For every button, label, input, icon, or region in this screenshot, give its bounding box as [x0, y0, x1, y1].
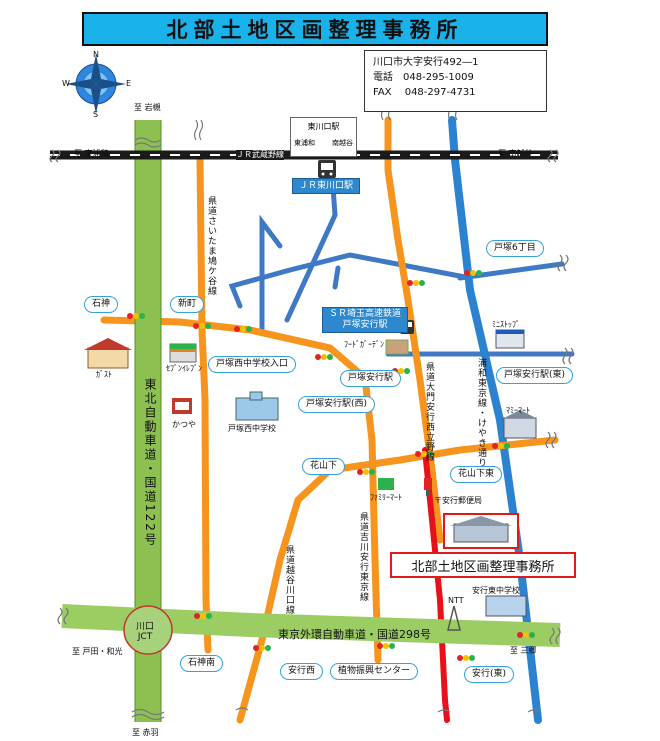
sr-station-line2: 戸塚安行駅	[342, 320, 388, 330]
seven-eleven-icon	[169, 343, 197, 363]
office-building-icon	[443, 513, 519, 549]
compass-s: S	[93, 110, 99, 119]
bubble-totsuka-anjo-station-east: 戸塚安行駅(東)	[496, 367, 574, 384]
daimon-anjo-label: 県道大門安行西立野線	[424, 362, 434, 462]
katsuya-icon	[172, 398, 192, 414]
train-icon	[318, 160, 336, 178]
label-gusto: ｶﾞｽﾄ	[96, 370, 112, 379]
saitama-hatogaya-label: 県道さいたま鳩ケ谷線	[206, 196, 216, 296]
jct-circle	[123, 605, 173, 655]
ministop-icon	[495, 329, 525, 349]
compass-e: E	[126, 79, 132, 88]
label-ntt: NTT	[448, 596, 464, 605]
office-location-label: 北部土地区画整理事務所	[390, 552, 576, 578]
label-katsuya: かつや	[172, 420, 196, 429]
page-title: 北部土地区画整理事務所	[82, 12, 548, 46]
urawa-tokyo-label: 浦和東京線・けやき通り	[476, 358, 486, 468]
label-higashi-jhs: 安行東中学校	[472, 586, 520, 595]
bubble-ishigami: 石神	[84, 296, 119, 313]
koshigaya-kawaguchi-label: 県道越谷川口線	[284, 545, 294, 615]
bubble-nishi-iriguchi: 戸塚西中学校入口	[208, 356, 297, 373]
office-address: 川口市大字安行492―1	[373, 57, 479, 68]
ntt-tower-icon	[447, 605, 461, 631]
dir-misato: 至 三郷	[510, 646, 537, 655]
office-info-box: 川口市大字安行492―1 電話 048-295-1009 FAX 048-297…	[364, 50, 547, 112]
higashi-school-icon	[485, 595, 527, 617]
daimon-red-road	[422, 447, 450, 723]
compass-n: N	[93, 50, 99, 59]
station-sign: 東川口駅 東浦和 南越谷	[290, 117, 357, 157]
bubble-totsuka-anjo-station-west: 戸塚安行駅(西)	[298, 396, 376, 413]
mamimart-icon	[503, 410, 537, 439]
office-phone: 電話 048-295-1009	[373, 72, 474, 83]
dir-minamikoshigaya: 至 南越谷	[498, 149, 533, 158]
label-familymart: ﾌｧﾐﾘｰﾏｰﾄ	[370, 493, 402, 502]
sr-station-line1: ＳＲ埼玉高速鉄道	[329, 309, 402, 319]
label-mamimart: ﾏﾐｰﾏｰﾄ	[506, 406, 530, 415]
bubble-anjo-nishi: 安行西	[280, 663, 324, 680]
sr-station-label: ＳＲ埼玉高速鉄道 戸塚安行駅	[322, 307, 409, 333]
familymart-icon	[378, 478, 394, 490]
label-seven: ｾﾌﾞﾝｲﾚﾌﾞﾝ	[166, 364, 202, 373]
label-post-office: 〒安行郵便局	[434, 496, 482, 505]
bubble-shinmachi: 新町	[170, 296, 205, 313]
tohoku-expressway-label: 東北自動車道・国道122号	[143, 378, 157, 547]
bubble-hanayamashita-east: 花山下東	[450, 466, 503, 483]
bubble-totsuka-anjo-station: 戸塚安行駅	[340, 370, 402, 387]
food-garden-icon	[385, 339, 409, 355]
bubble-anjo-east: 安行(東)	[464, 666, 515, 683]
office-fax: FAX 048-297-4731	[373, 87, 476, 98]
school-icon	[235, 391, 279, 421]
dir-toda: 至 戸田・和光	[72, 647, 123, 656]
label-food-garden: ﾌｰﾄﾞｶﾞｰﾃﾞﾝ	[344, 340, 384, 349]
gaikan-label: 東京外環自動車道・国道298号	[278, 628, 431, 641]
station-sign-right: 南越谷	[332, 139, 353, 147]
station-sign-title: 東川口駅	[307, 122, 340, 131]
traffic-signals	[127, 270, 535, 661]
label-ministop: ﾐﾆｽﾄｯﾌﾟ	[492, 320, 520, 329]
yoshikawa-tokyo-label: 県道吉川安行東京線	[358, 512, 368, 602]
bubble-plant-center: 植物振興センター	[330, 663, 419, 680]
jr-station-label: ＪＲ東川口駅	[292, 178, 361, 194]
label-nishi-jhs: 戸塚西中学校	[228, 424, 276, 433]
post-office-icon	[424, 478, 432, 496]
dir-akabane: 至 赤羽	[132, 728, 159, 737]
compass-w: W	[62, 79, 70, 88]
bubble-ishigami-minami: 石神南	[180, 655, 224, 672]
kawaguchi-jct-label: 川口 JCT	[136, 622, 155, 642]
station-sign-left: 東浦和	[294, 139, 315, 147]
gusto-building-icon	[84, 338, 132, 369]
dir-higashiurawa: 至 東浦和	[74, 149, 109, 158]
compass-rose-icon	[66, 54, 126, 114]
bubble-hanayamashita: 花山下	[302, 458, 346, 475]
jr-line-label: ＪＲ武蔵野線	[236, 150, 284, 160]
bubble-totsuka6: 戸塚6丁目	[486, 240, 544, 257]
dir-iwatsuki: 至 岩槻	[134, 103, 161, 112]
